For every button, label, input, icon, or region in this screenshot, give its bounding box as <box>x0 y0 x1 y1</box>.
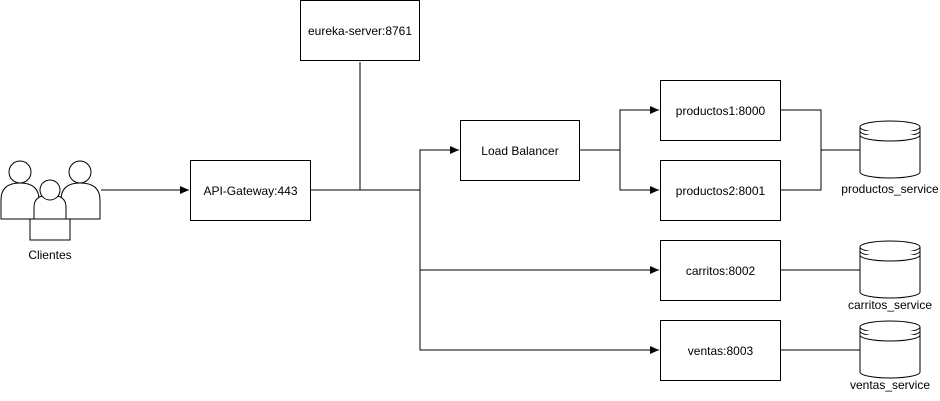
node-label: carritos:8002 <box>685 263 756 278</box>
node-label: ventas:8003 <box>687 343 754 358</box>
node-eureka-server: eureka-server:8761 <box>300 0 420 61</box>
edge-gateway-eureka <box>311 62 361 191</box>
users-icon <box>0 160 101 241</box>
node-load-balancer: Load Balancer <box>460 120 580 181</box>
edge-productos2-db <box>781 150 822 191</box>
db-productos-label: productos_service <box>841 182 939 196</box>
database-icon <box>859 120 921 179</box>
db-carritos-label: carritos_service <box>847 298 933 312</box>
edge-trunk-lb <box>419 146 459 190</box>
node-label: productos2:8001 <box>675 183 766 198</box>
edge-trunk-carritos <box>419 190 659 274</box>
db-ventas-label: ventas_service <box>849 378 931 392</box>
node-api-gateway: API-Gateway:443 <box>190 160 311 221</box>
edge-trunk-ventas <box>419 270 659 354</box>
node-label: Load Balancer <box>481 143 559 158</box>
node-productos2: productos2:8001 <box>660 160 781 221</box>
clients-label: Clientes <box>28 248 72 262</box>
node-label: productos1:8000 <box>675 103 766 118</box>
node-carritos: carritos:8002 <box>660 240 781 301</box>
node-ventas: ventas:8003 <box>660 320 781 381</box>
edge-lb-productos2 <box>619 150 659 194</box>
node-label: eureka-server:8761 <box>307 23 413 38</box>
edge-lb-productos1 <box>580 106 659 151</box>
database-icon <box>859 320 921 379</box>
node-productos1: productos1:8000 <box>660 80 781 141</box>
edge-productos1-db <box>781 109 860 151</box>
connectors <box>101 62 860 354</box>
database-icon <box>859 240 921 299</box>
node-label: API-Gateway:443 <box>203 183 298 198</box>
